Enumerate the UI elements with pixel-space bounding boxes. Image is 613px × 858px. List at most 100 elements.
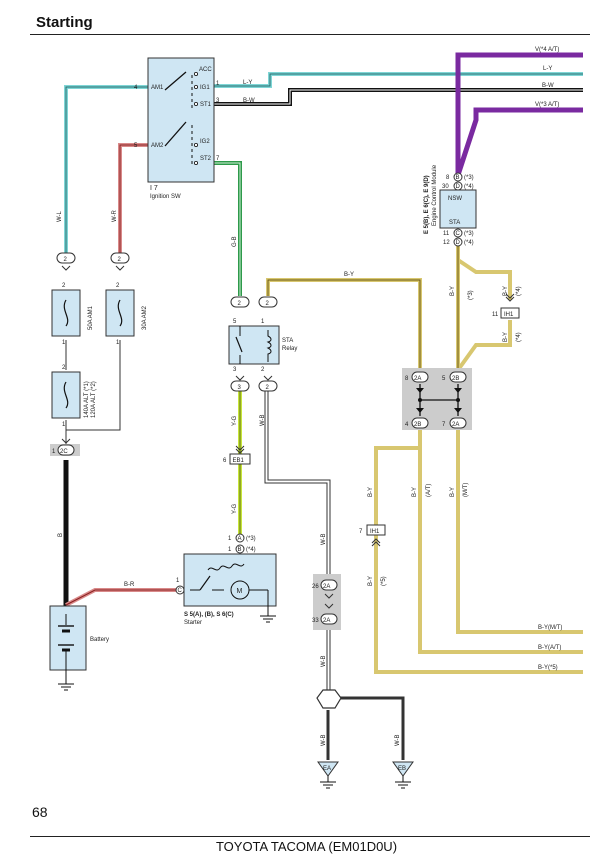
starter-connectors: A 1 (*3) B 1 (*4) <box>228 533 256 554</box>
connector-ih1-top: IH1 11 <box>492 293 520 319</box>
svg-text:2A: 2A <box>452 422 459 428</box>
ign-pin-am2-num: 5 <box>134 143 138 149</box>
wire-ecm-yellow <box>374 245 583 674</box>
ecm-nsw: NSW <box>448 196 462 202</box>
label-br: B-R <box>124 582 135 588</box>
ground-eb: EB <box>392 761 414 789</box>
junction-wb-2a: 2A 26 2A 33 <box>312 574 341 630</box>
label-ly: L-Y <box>243 80 252 86</box>
relay-name: STA <box>282 338 293 344</box>
ecm-pins-top: 8 B (*3) 30 D (*4) <box>442 172 474 191</box>
right-wire-3: B-W <box>542 83 554 89</box>
junction-block-2a-2b: 2A 8 2B 5 2B 4 2A 7 <box>402 368 472 430</box>
label-bw: B-W <box>243 98 255 104</box>
svg-text:1: 1 <box>228 547 232 553</box>
svg-text:26: 26 <box>312 584 319 590</box>
label-by7-note: (*5) <box>381 576 387 586</box>
svg-text:2: 2 <box>238 301 242 307</box>
svg-text:EB: EB <box>398 766 406 772</box>
ground-junction <box>316 689 342 709</box>
starter-ref: S 5(A), (B), S 6(C) <box>184 612 234 618</box>
svg-text:1: 1 <box>176 578 180 584</box>
fuse-alt2-label: 120A ALT (*2) <box>91 381 97 418</box>
svg-text:(*3): (*3) <box>464 175 474 181</box>
label-wb4: W-B <box>321 734 327 746</box>
label-by5-note: (A/T) <box>426 484 432 497</box>
fuse-alt1-label: 140A ALT (*1) <box>84 381 90 418</box>
svg-text:2A: 2A <box>323 584 330 590</box>
svg-text:2C: 2C <box>60 449 68 455</box>
ecm-desc: Engine Control Module <box>432 164 438 226</box>
svg-text:B: B <box>456 175 460 181</box>
svg-text:1: 1 <box>52 449 56 455</box>
starter-desc: Starter <box>184 620 202 626</box>
relay-sub: Relay <box>282 346 297 352</box>
svg-text:5: 5 <box>442 376 446 382</box>
label-wb5: W-B <box>395 734 401 746</box>
svg-text:1: 1 <box>62 340 66 346</box>
svg-text:(*3): (*3) <box>246 536 256 542</box>
bottom-wire-1: B-Y(M/T) <box>538 625 562 631</box>
svg-text:2: 2 <box>62 283 66 289</box>
label-by1: B-Y <box>450 286 456 296</box>
relay-connector-bottom: 3 2 <box>230 375 278 392</box>
ecm-ref: E 5(B), E 6(C), E 9(D) <box>424 175 430 234</box>
fuse-am2: 2 1 30A AM2 <box>105 283 148 346</box>
svg-text:3: 3 <box>233 367 237 373</box>
svg-text:12: 12 <box>443 240 450 246</box>
svg-text:8: 8 <box>405 376 409 382</box>
wire-by-top <box>266 278 422 372</box>
label-wb2: W-B <box>321 533 327 545</box>
ignition-name: I 7 <box>150 185 158 192</box>
svg-text:2: 2 <box>266 301 270 307</box>
svg-text:C: C <box>456 231 461 237</box>
svg-text:D: D <box>456 240 461 246</box>
svg-text:2B: 2B <box>452 376 459 382</box>
svg-text:2: 2 <box>62 365 66 371</box>
footer-rule <box>30 836 590 837</box>
battery: Battery <box>49 605 109 691</box>
label-b: B <box>58 533 64 537</box>
battery-label: Battery <box>90 637 109 643</box>
label-by6: B-Y <box>450 487 456 497</box>
svg-text:2: 2 <box>261 367 265 373</box>
svg-text:EB1: EB1 <box>233 458 245 464</box>
bottom-wire-3: B-Y(*5) <box>538 665 558 671</box>
title-rule <box>30 34 590 35</box>
svg-text:33: 33 <box>312 618 319 624</box>
label-by4: B-Y <box>368 487 374 497</box>
svg-text:3: 3 <box>238 385 242 391</box>
label-by2: B-Y <box>503 286 509 296</box>
junction-2c: 2C 1 <box>50 438 80 456</box>
svg-text:7: 7 <box>442 422 446 428</box>
wire-bw <box>214 88 583 106</box>
svg-text:(*4): (*4) <box>246 547 256 553</box>
right-wire-2: L-Y <box>543 66 552 72</box>
page-title: Starting <box>36 14 93 31</box>
svg-text:IH1: IH1 <box>370 529 380 535</box>
svg-text:7: 7 <box>359 529 363 535</box>
svg-text:(*4): (*4) <box>464 240 474 246</box>
svg-text:C: C <box>178 588 183 594</box>
label-by-top: B-Y <box>344 272 354 278</box>
ign-pin-ig2: IG2 <box>200 139 210 145</box>
svg-text:11: 11 <box>443 231 450 237</box>
right-wire-4: V(*3 A/T) <box>535 102 559 108</box>
label-by2-note: (*4) <box>516 286 522 296</box>
svg-text:B: B <box>238 547 242 553</box>
label-by6-note: (M/T) <box>463 483 469 497</box>
svg-text:D: D <box>456 184 461 190</box>
wire-br <box>65 588 180 607</box>
svg-text:EA: EA <box>323 766 331 772</box>
bottom-wire-2: B-Y(A/T) <box>538 645 561 651</box>
label-yg1: Y-G <box>232 416 238 426</box>
right-wire-1: V(*4 A/T) <box>535 47 559 53</box>
starter: A 1 (*3) B 1 (*4) C 1 M S 5(A), (B), S 6… <box>175 533 277 626</box>
svg-text:1: 1 <box>261 319 265 325</box>
svg-text:1: 1 <box>116 340 120 346</box>
ign-pin-ig1: IG1 <box>200 85 210 91</box>
wire-wr <box>118 143 148 255</box>
svg-text:5: 5 <box>233 319 237 325</box>
fuse-am1: 2 1 50A AM1 <box>51 283 94 346</box>
connector-ih1-bottom: IH1 7 <box>359 524 386 547</box>
